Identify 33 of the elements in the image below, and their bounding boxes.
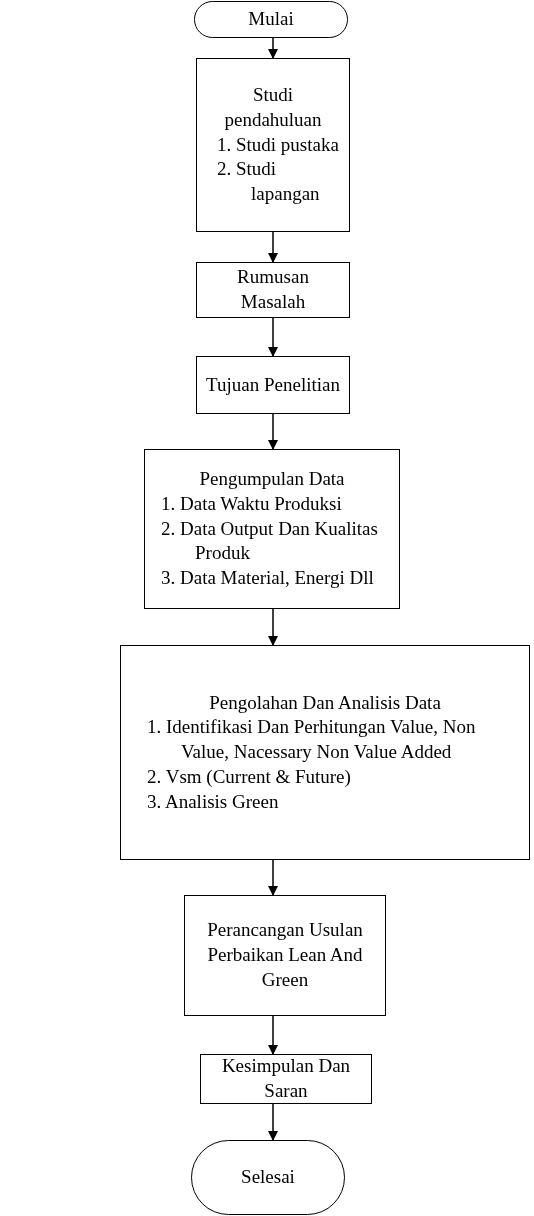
arrow bbox=[268, 37, 278, 59]
list-item: 3. Analisis Green bbox=[146, 789, 280, 814]
process-box bbox=[184, 895, 386, 1016]
list-item: 2. Data Output Dan Kualitas Produk bbox=[160, 516, 379, 566]
box-title: Pengolahan Dan Analisis Data bbox=[208, 690, 442, 715]
process-box bbox=[200, 1054, 372, 1104]
list-item: 2. Vsm (Current & Future) bbox=[146, 764, 352, 789]
list-item: 3. Data Material, Energi Dll bbox=[160, 566, 375, 591]
arrow bbox=[268, 608, 278, 646]
process-box bbox=[196, 356, 350, 414]
arrow bbox=[268, 859, 278, 896]
arrow bbox=[268, 1015, 278, 1055]
arrow bbox=[268, 1103, 278, 1141]
box-title: Tujuan Penelitian bbox=[205, 372, 341, 397]
arrow bbox=[268, 413, 278, 450]
process-box bbox=[120, 645, 530, 860]
list-item: 1. Identifikasi Dan Perhitungan Value, Non Value, Nacessary Non Value Added bbox=[146, 715, 477, 765]
process-box bbox=[196, 58, 350, 232]
box-title: Mulai bbox=[247, 7, 295, 32]
arrow bbox=[268, 231, 278, 263]
list-item: 1. Studi pustaka bbox=[216, 132, 340, 157]
box-title: Selesai bbox=[240, 1165, 296, 1190]
arrow bbox=[268, 317, 278, 357]
box-title: Pengumpulan Data bbox=[198, 467, 346, 492]
list-item: 1. Data Waktu Produksi bbox=[160, 491, 343, 516]
box-title: Rumusan Masalah bbox=[236, 265, 310, 314]
process-box bbox=[144, 449, 400, 609]
process-box bbox=[196, 262, 350, 318]
terminator-shape bbox=[194, 1, 348, 38]
box-title: Studi pendahuluan bbox=[223, 83, 323, 132]
box-title: Perancangan Usulan Perbaikan Lean And Green bbox=[206, 918, 364, 992]
list-item: 2. Studi lapangan bbox=[216, 157, 321, 207]
box-title: Kesimpulan Dan Saran bbox=[220, 1054, 352, 1103]
